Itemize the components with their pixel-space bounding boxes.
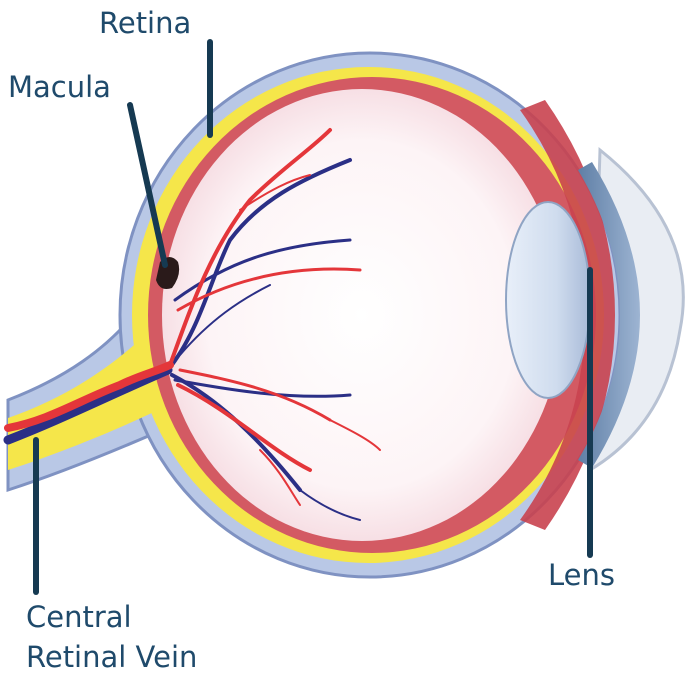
central-retinal-vein-label-line1: Central (26, 600, 132, 634)
macula-label: Macula (8, 70, 111, 104)
central-retinal-vein-label-line2: Retinal Vein (26, 640, 197, 674)
lens-label: Lens (548, 558, 615, 592)
lens (506, 202, 590, 398)
retina-label: Retina (99, 6, 191, 40)
